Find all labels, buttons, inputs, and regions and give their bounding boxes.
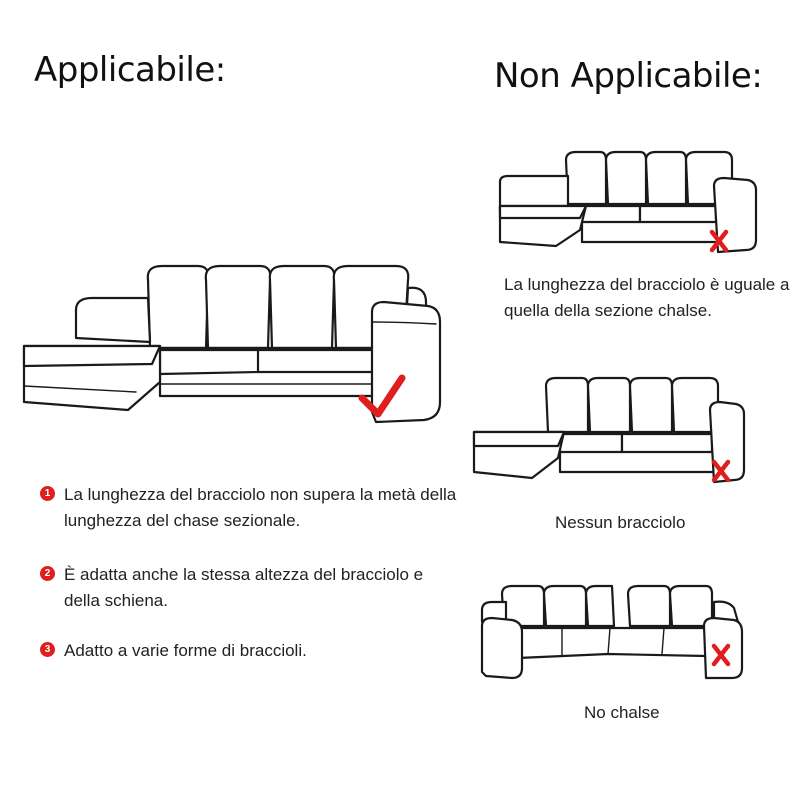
number-badge: 2 (40, 566, 55, 581)
not-applicable-heading: Non Applicabile: (494, 56, 763, 96)
feature-text: La lunghezza del bracciolo non supera la… (64, 485, 457, 530)
feature-item-3: 3 Adatto a varie forme di braccioli. (40, 638, 460, 664)
x-icon (711, 643, 731, 667)
example-caption-no-chaise: No chalse (584, 703, 660, 722)
x-icon (711, 459, 731, 483)
applicable-sectional-sofa-illustration (22, 264, 442, 424)
applicable-heading: Applicabile: (34, 50, 226, 90)
example-caption-no-armrest: Nessun bracciolo (555, 513, 686, 532)
feature-text: Adatto a varie forme di braccioli. (64, 641, 307, 660)
number-badge: 3 (40, 642, 55, 657)
long-arm-sofa-illustration (498, 150, 758, 254)
corner-sofa-no-chaise-illustration (480, 584, 744, 680)
feature-item-1: 1 La lunghezza del bracciolo non supera … (40, 482, 460, 534)
no-armrest-sofa-illustration (472, 376, 746, 484)
feature-item-2: 2 È adatta anche la stessa altezza del b… (40, 562, 460, 614)
feature-text: È adatta anche la stessa altezza del bra… (64, 565, 424, 610)
check-icon (358, 374, 406, 418)
x-icon (709, 229, 729, 253)
number-badge: 1 (40, 486, 55, 501)
example-caption-long-arm: La lunghezza del bracciolo è uguale a qu… (504, 275, 790, 320)
